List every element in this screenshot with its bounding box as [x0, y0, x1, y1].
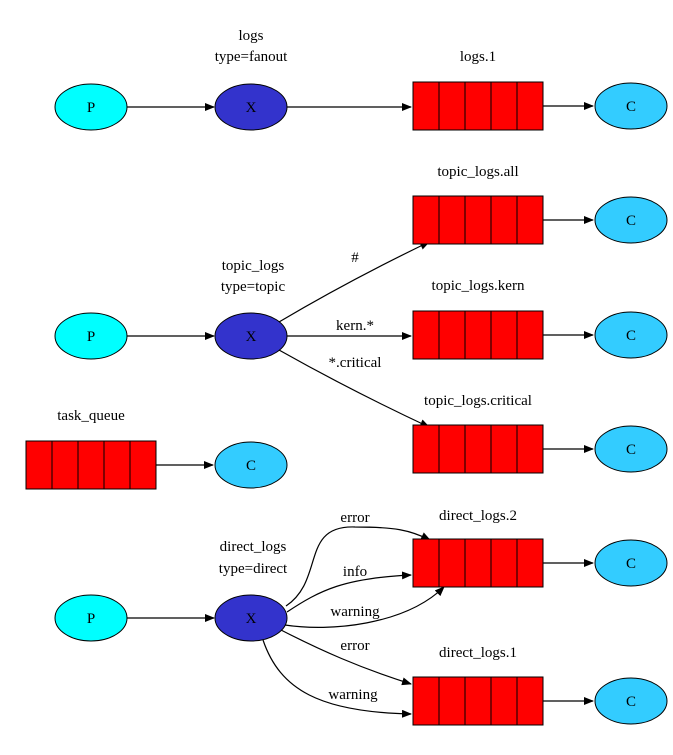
edge-label-hash: # [351, 250, 359, 266]
edge-label-d2-info: info [343, 564, 367, 580]
edge-x-to-queue-d1-warning [262, 639, 412, 718]
consumer-node [594, 677, 668, 725]
fanout-group: P X logs type=fanout logs.1 C [54, 28, 668, 131]
edge-label-critical: *.critical [329, 355, 382, 371]
queue-node [412, 310, 544, 360]
consumer-node [594, 196, 668, 244]
consumer-node [214, 441, 288, 489]
edge-label-d1-warning: warning [328, 687, 378, 703]
producer-label: P [87, 100, 95, 116]
exchange-caption-name: logs [238, 28, 263, 44]
consumer-node [594, 539, 668, 587]
edge-x-to-queue-d2-warning [284, 586, 445, 629]
consumer-label: C [626, 694, 636, 710]
edge-x-to-queue-critical [278, 349, 430, 428]
exchange-caption-name: topic_logs [222, 258, 285, 274]
queue-caption: topic_logs.all [437, 164, 518, 180]
exchange-label: X [246, 611, 257, 627]
exchange-caption-type: type=fanout [215, 49, 288, 65]
consumer-label: C [626, 328, 636, 344]
queue-node [412, 424, 544, 474]
exchange-label: X [246, 100, 257, 116]
consumer-label: C [626, 556, 636, 572]
queue-caption: task_queue [57, 408, 125, 424]
queue-node [25, 440, 157, 490]
queue-caption: topic_logs.critical [424, 393, 532, 409]
queue-caption: direct_logs.2 [439, 508, 517, 524]
queue-node [412, 676, 544, 726]
consumer-label: C [626, 99, 636, 115]
consumer-node [594, 425, 668, 473]
exchange-caption-type: type=direct [219, 561, 288, 577]
queue-node [412, 195, 544, 245]
direct-group: P X direct_logs type=direct error info w… [54, 508, 668, 726]
edge-label-d2-warning: warning [330, 604, 380, 620]
edge-x-to-queue-d2-info [286, 571, 412, 613]
edge-label-d1-error: error [340, 638, 369, 654]
producer-label: P [87, 329, 95, 345]
queue-caption: logs.1 [460, 49, 496, 65]
edge-label-d2-error: error [340, 510, 369, 526]
consumer-node [594, 82, 668, 130]
edge-x-to-queue-all [278, 241, 430, 323]
queue-caption: direct_logs.1 [439, 645, 517, 661]
producer-label: P [87, 611, 95, 627]
topic-group: P X topic_logs type=topic # topic_logs.a… [54, 164, 668, 474]
queue-caption: topic_logs.kern [432, 278, 525, 294]
exchange-label: X [246, 329, 257, 345]
task-queue-group: task_queue C [25, 408, 288, 490]
exchange-caption-type: type=topic [221, 279, 286, 295]
queue-node [412, 81, 544, 131]
edge-label-kern: kern.* [336, 318, 374, 334]
consumer-label: C [626, 442, 636, 458]
consumer-node [594, 311, 668, 359]
edge-x-to-queue-d1-error [280, 629, 412, 686]
consumer-label: C [246, 458, 256, 474]
edge-x-to-queue-d2-error [285, 526, 431, 607]
exchange-node [214, 594, 288, 642]
consumer-label: C [626, 213, 636, 229]
exchange-caption-name: direct_logs [220, 539, 287, 555]
queue-node [412, 538, 544, 588]
